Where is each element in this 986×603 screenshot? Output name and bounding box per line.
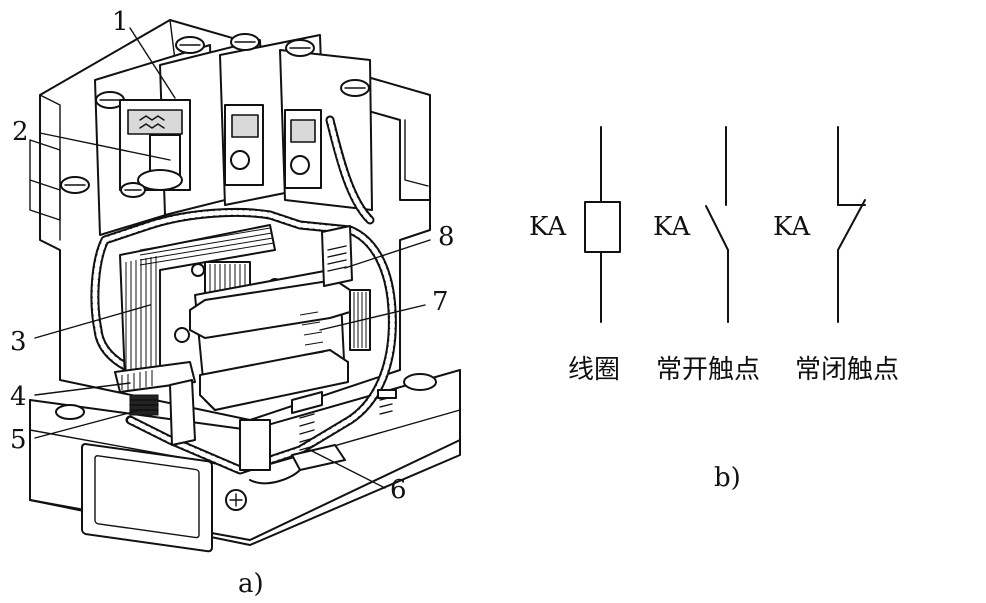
coil-symbol: KA bbox=[529, 126, 621, 323]
normally-open-contact-symbol: KA bbox=[653, 126, 729, 323]
normally-closed-contact-symbol: KA bbox=[773, 126, 866, 323]
spring-assembly bbox=[239, 225, 397, 485]
nc-contact-caption: 常闭触点 bbox=[795, 355, 899, 385]
part-label-4: 4 bbox=[10, 382, 27, 412]
relay-symbols: KA KA KA 线圈 常开触点 常闭触点 b) bbox=[529, 126, 899, 493]
part-label-6: 6 bbox=[390, 475, 407, 505]
no-contact-symbol-label: KA bbox=[653, 212, 691, 242]
terminal-screws bbox=[60, 33, 370, 194]
part-labels: 1 2 3 4 5 6 7 8 bbox=[10, 7, 455, 505]
terminal-blocks bbox=[60, 33, 373, 236]
part-label-7: 7 bbox=[432, 287, 449, 317]
coil-caption: 线圈 bbox=[568, 355, 620, 385]
nc-contact-symbol-label: KA bbox=[773, 212, 811, 242]
part-label-8: 8 bbox=[438, 222, 455, 252]
leader-lines bbox=[34, 27, 431, 489]
armature bbox=[114, 361, 196, 446]
relay-drawing: 1 2 3 4 5 6 7 8 a) bbox=[10, 7, 461, 599]
part-label-1: 1 bbox=[112, 7, 129, 37]
figure-b-caption: b) bbox=[714, 463, 741, 493]
part-label-3: 3 bbox=[10, 327, 27, 357]
coil-symbol-label: KA bbox=[529, 212, 567, 242]
part-label-2: 2 bbox=[12, 117, 29, 147]
part-label-5: 5 bbox=[10, 425, 27, 455]
figure-a-caption: a) bbox=[238, 569, 264, 599]
no-contact-caption: 常开触点 bbox=[656, 355, 760, 385]
